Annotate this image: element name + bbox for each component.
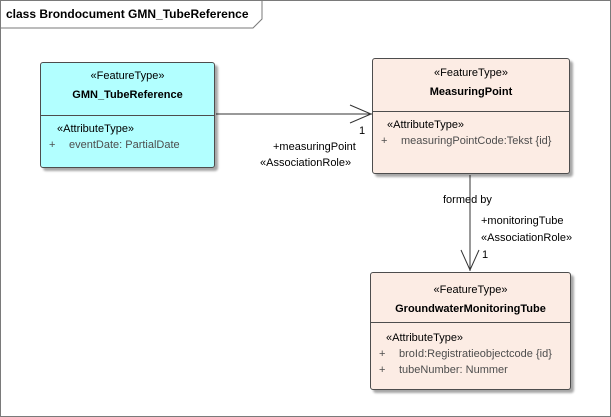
class-header: «FeatureType» GroundwaterMonitoringTube xyxy=(371,273,570,323)
association-role-stereotype: «AssociationRole» xyxy=(260,157,352,169)
attribute-stereotype: «AttributeType» xyxy=(387,119,465,131)
attribute-row: + eventDate: PartialDate xyxy=(47,137,206,153)
association-name: formed by xyxy=(443,194,492,206)
association-role-stereotype: «AssociationRole» xyxy=(481,232,573,244)
class-measuring-point[interactable]: «FeatureType» MeasuringPoint «AttributeT… xyxy=(372,58,570,174)
class-stereotype: «FeatureType» xyxy=(433,284,508,296)
attribute-visibility: + xyxy=(379,348,386,360)
attribute-text: tubeNumber: Nummer xyxy=(399,364,508,376)
attribute-visibility: + xyxy=(381,135,388,147)
class-gmn-tube-reference[interactable]: «FeatureType» GMN_TubeReference «Attribu… xyxy=(40,62,215,168)
class-header: «FeatureType» MeasuringPoint xyxy=(373,59,569,112)
class-attributes: «AttributeType» + broId:Registratieobjec… xyxy=(371,323,570,378)
attribute-visibility: + xyxy=(379,364,386,376)
attribute-stereotype: «AttributeType» xyxy=(57,123,135,135)
class-header: «FeatureType» GMN_TubeReference xyxy=(41,63,214,116)
class-attributes: «AttributeType» + eventDate: PartialDate xyxy=(41,116,214,153)
class-stereotype: «FeatureType» xyxy=(90,70,165,82)
association-point-to-tube-line[interactable] xyxy=(460,175,480,272)
attribute-row: + tubeNumber: Nummer xyxy=(377,362,570,378)
attribute-text: measuringPointCode:Tekst {id} xyxy=(401,135,552,147)
attribute-row: + broId:Registratieobjectcode {id} xyxy=(377,346,570,362)
class-attributes: «AttributeType» + measuringPointCode:Tek… xyxy=(373,112,569,149)
class-name: GroundwaterMonitoringTube xyxy=(395,303,546,315)
diagram-title: class Brondocument GMN_TubeReference xyxy=(6,7,249,21)
association-multiplicity: 1 xyxy=(359,125,366,137)
attribute-text: broId:Registratieobjectcode {id} xyxy=(399,348,552,360)
frame-title-tab xyxy=(1,1,263,29)
class-stereotype: «FeatureType» xyxy=(434,67,508,79)
association-multiplicity: 1 xyxy=(482,249,489,261)
attribute-visibility: + xyxy=(49,139,56,151)
attribute-row: + measuringPointCode:Tekst {id} xyxy=(379,133,561,149)
class-name: GMN_TubeReference xyxy=(72,89,183,101)
attribute-stereotype: «AttributeType» xyxy=(386,332,464,344)
class-name: MeasuringPoint xyxy=(429,86,513,98)
attribute-text: eventDate: PartialDate xyxy=(69,139,180,151)
class-groundwater-monitoring-tube[interactable]: «FeatureType» GroundwaterMonitoringTube … xyxy=(370,272,571,390)
association-role-name: +measuringPoint xyxy=(273,141,356,153)
association-role-name: +monitoringTube xyxy=(481,215,564,227)
association-tube-to-point-line[interactable] xyxy=(216,104,373,124)
